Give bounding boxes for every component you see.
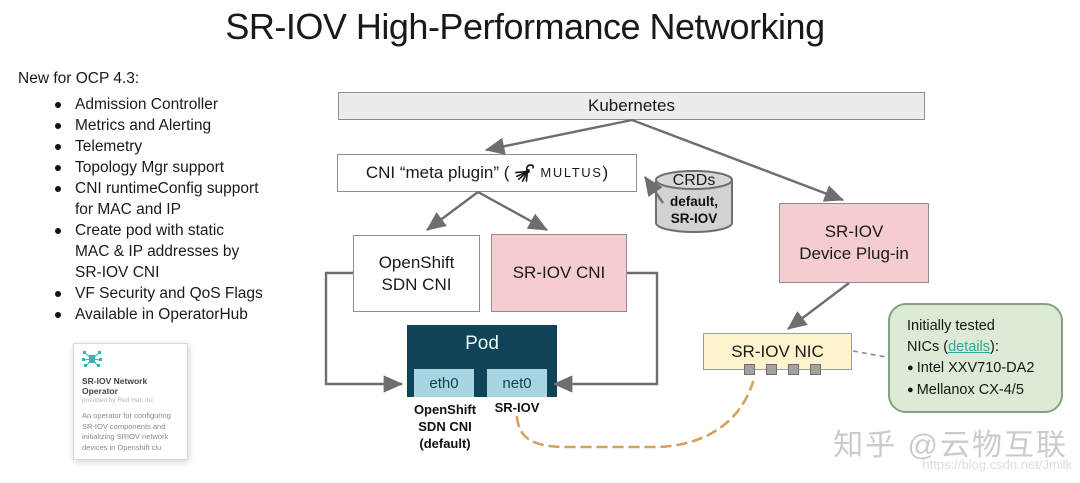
multus-wordmark: MULTUS (540, 165, 603, 180)
openshift-sdn-cni-box: OpenShift SDN CNI (353, 235, 480, 312)
kubernetes-box: Kubernetes (338, 92, 925, 120)
network-nodes-icon (82, 351, 102, 367)
eth0-caption: OpenShift SDN CNI (default) (413, 402, 477, 451)
vf-square (810, 364, 821, 375)
arrow-cni-to-openshift-sdn (426, 191, 479, 231)
operator-card-provider: provided by Red Hat, Inc (82, 397, 154, 404)
crds-content: default, SR-IOV (669, 194, 718, 226)
bullet-icon (55, 123, 61, 129)
list-item: Available in OperatorHub (18, 304, 328, 325)
note-nic-item: Intel XXV710-DA2 (907, 358, 1061, 380)
list-item: Admission Controller (18, 94, 328, 115)
crds-label: CRDs (672, 172, 716, 189)
list-item: VF Security and QoS Flags (18, 283, 328, 304)
page-title: SR-IOV High-Performance Networking (225, 6, 825, 47)
vf-square (744, 364, 755, 375)
sriov-cni-box: SR-IOV CNI (491, 234, 627, 312)
bullet-icon (55, 102, 61, 108)
list-item: CNI runtimeConfig support for MAC and IP (18, 178, 328, 220)
cni-meta-plugin-box: CNI “meta plugin” ( MULTUS ) (337, 154, 637, 192)
bullet-icon (55, 312, 61, 318)
arrow-k8s-to-cni-meta (484, 118, 633, 155)
net0-caption: SR-IOV (494, 400, 540, 415)
pod-port-net0: net0 (487, 369, 547, 397)
ocp-feature-heading: New for OCP 4.3: (18, 70, 140, 87)
dashed-nic-to-note (852, 350, 887, 358)
operator-card-description: An operator for configuring SR-IOV compo… (82, 411, 171, 452)
bullet-icon (55, 228, 61, 234)
vf-square (766, 364, 777, 375)
arrow-device-plugin-to-nic (787, 282, 850, 330)
vf-square (788, 364, 799, 375)
watermark-brand: 知乎 @云物互联 (833, 429, 1068, 462)
list-item: Create pod with static MAC & IP addresse… (18, 220, 328, 283)
note-nic-item: Mellanox CX-4/5 (907, 380, 1061, 402)
list-item: Metrics and Alerting (18, 115, 328, 136)
operator-card-title: SR-IOV Network Operator (82, 376, 148, 396)
note-line1: Initially tested (907, 318, 995, 334)
bullet-icon (55, 186, 61, 192)
crds-cylinder: CRDs default, SR-IOV (654, 169, 734, 235)
bullet-icon (55, 144, 61, 150)
sriov-device-plugin-box: SR-IOV Device Plug-in (779, 203, 929, 283)
operator-hub-card: SR-IOV Network Operator provided by Red … (73, 343, 188, 460)
tested-nics-note: Initially tested NICs (details): Intel X… (888, 303, 1063, 413)
sriov-nic-box: SR-IOV NIC (703, 333, 852, 370)
multus-logo-icon (515, 163, 535, 182)
pod-port-eth0: eth0 (414, 369, 474, 397)
list-item: Telemetry (18, 136, 328, 157)
watermark-url: https://blog.csdn.net/Jmilk (922, 457, 1072, 472)
bullet-icon (55, 291, 61, 297)
arrow-cni-to-sriov-cni (477, 190, 548, 232)
ocp-feature-panel: New for OCP 4.3: Admission Controller Me… (18, 68, 328, 325)
details-link[interactable]: details (948, 339, 991, 355)
pod-label: Pod (465, 333, 499, 354)
list-item: Topology Mgr support (18, 157, 328, 178)
cni-meta-label: CNI “meta plugin” ( (365, 163, 510, 182)
bullet-icon (55, 165, 61, 171)
note-line2: NICs (details): (907, 339, 999, 355)
